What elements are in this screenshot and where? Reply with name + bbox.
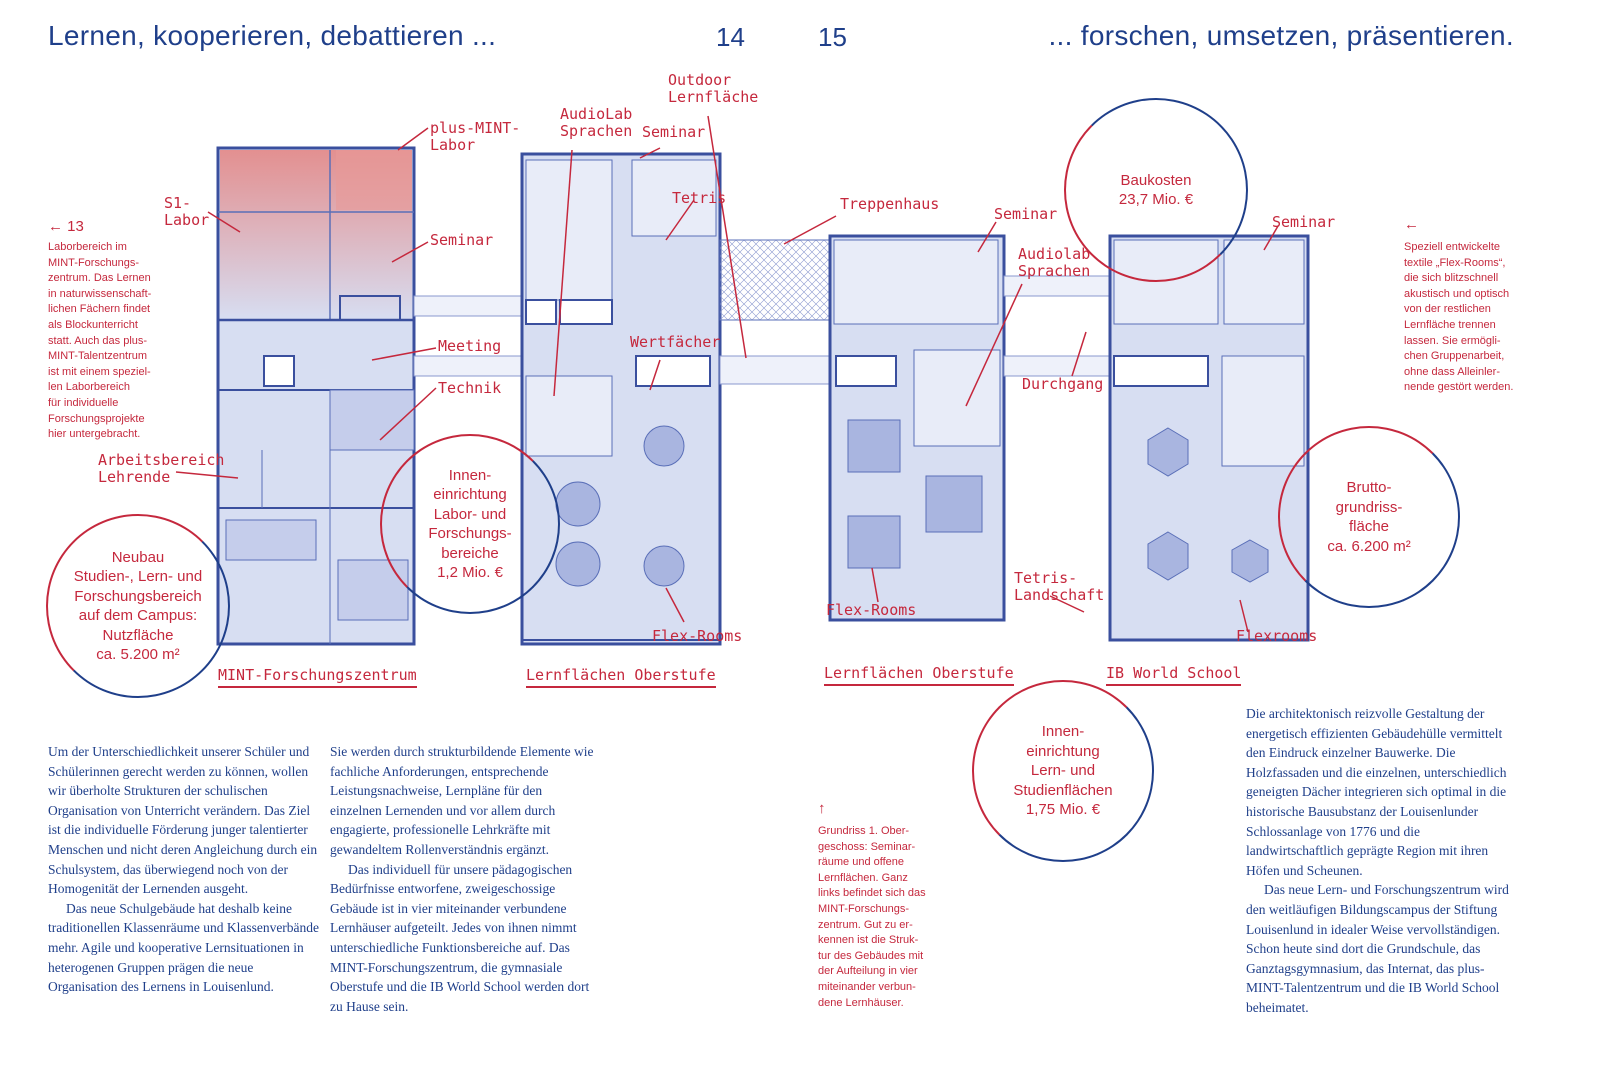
building-oberstufe-2 (828, 234, 1006, 622)
label-arbeitsbereich: Arbeitsbereich Lehrende (98, 451, 225, 486)
label-flexrooms-3: Flexrooms (1236, 627, 1318, 645)
zone-oberstufe-1: Lernflächen Oberstufe (526, 666, 716, 688)
label-seminar-4: Seminar (1272, 213, 1336, 231)
circle-baukosten: Baukosten 23,7 Mio. € (1064, 98, 1248, 282)
left-caption: Laborbereich im MINT-Forschungs- zentrum… (48, 241, 152, 441)
body-paragraph: Das neue Schulgebäude hat deshalb keine … (48, 900, 320, 995)
label-meeting: Meeting (438, 337, 502, 355)
body-paragraph: Das individuell für unsere pädagogischen… (330, 861, 590, 1014)
label-outdoor: Outdoor Lernfläche (668, 71, 759, 106)
building-mint (216, 146, 416, 646)
leader-lines (175, 115, 1279, 633)
label-wertfaecher: Wertfächer (630, 333, 721, 351)
label-treppenhaus: Treppenhaus (840, 195, 940, 213)
zone-oberstufe-2: Lernflächen Oberstufe (824, 664, 1014, 686)
circle-innen-lern: Innen- einrichtung Lern- und Studienfläc… (972, 680, 1154, 862)
zone-mint: MINT-Forschungszentrum (218, 666, 417, 688)
label-flex-rooms-2: Flex-Rooms (826, 601, 917, 619)
body-column-3: Die architektonisch reizvolle Gestaltung… (1246, 704, 1516, 1018)
label-s1-labor: S1- Labor (164, 194, 210, 229)
label-tetris: Tetris (672, 189, 727, 207)
bottom-caption-arrow: ↑ (818, 800, 826, 817)
left-page-title: Lernen, kooperieren, debattieren ... (48, 20, 497, 51)
zone-ib: IB World School (1106, 664, 1242, 686)
label-technik: Technik (438, 379, 502, 397)
right-caption-arrow: ← (1404, 216, 1419, 233)
page-number-right: 15 (818, 22, 847, 52)
circle-brutto: Brutto- grundriss- fläche ca. 6.200 m² (1278, 426, 1460, 608)
label-seminar-3: Seminar (994, 205, 1058, 223)
bottom-caption: Grundriss 1. Ober- geschoss: Seminar- rä… (818, 825, 926, 1009)
building-oberstufe-1 (520, 152, 722, 646)
label-seminar-1: Seminar (430, 231, 494, 249)
body-column-2: Sie werden durch strukturbildende Elemen… (330, 742, 596, 1016)
page-number-left: 14 (716, 22, 745, 52)
left-caption-arrow: ← 13 (48, 218, 84, 235)
label-tetris-landschaft: Tetris- Landschaft (1014, 569, 1105, 604)
label-durchgang: Durchgang (1022, 375, 1104, 393)
building-ib (1108, 234, 1310, 642)
circle-innen-labor: Innen- einrichtung Labor- und Forschungs… (380, 434, 560, 614)
circle-neubau: Neubau Studien-, Lern- und Forschungsber… (46, 514, 230, 698)
body-paragraph: Die architektonisch reizvolle Gestaltung… (1246, 706, 1507, 878)
body-paragraph: Das neue Lern- und Forschungszentrum wir… (1246, 882, 1509, 1015)
right-page-title: ... forschen, umsetzen, präsentieren. (1048, 20, 1514, 51)
body-paragraph: Um der Unterschiedlichkeit unserer Schül… (48, 744, 318, 897)
label-plus-mint-labor: plus-MINT- Labor (430, 119, 521, 154)
body-paragraph: Sie werden durch strukturbildende Elemen… (330, 744, 594, 857)
label-audiolab-2: Audiolab Sprachen (1018, 245, 1091, 280)
right-caption: Speziell entwickelte textile „Flex-Rooms… (1404, 241, 1514, 394)
body-column-1: Um der Unterschiedlichkeit unserer Schül… (48, 742, 320, 997)
label-seminar-2: Seminar (642, 123, 706, 141)
label-flex-rooms-1: Flex-Rooms (652, 627, 743, 645)
label-audiolab-1: AudioLab Sprachen (560, 105, 633, 140)
